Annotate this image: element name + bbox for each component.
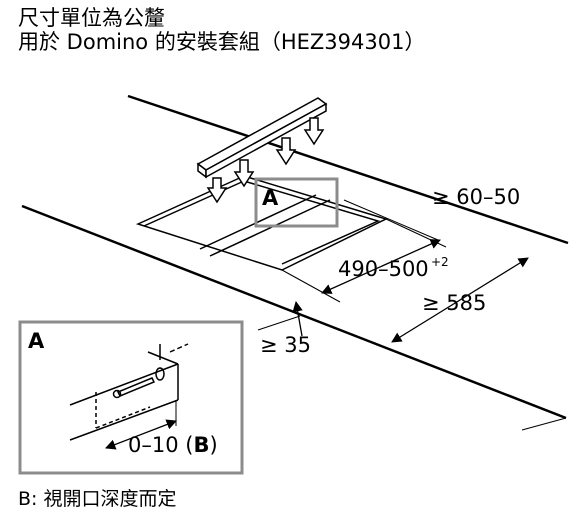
mounting-rail xyxy=(196,97,328,179)
insert-arrows xyxy=(206,117,325,204)
dim-depth-label: ≥ 60–50 xyxy=(432,185,520,209)
dim-inset-line xyxy=(105,419,177,450)
dim-width-line xyxy=(391,257,529,343)
callout-label-a: A xyxy=(262,186,279,210)
callout-box-a xyxy=(254,177,339,228)
footnote: B: 視開口深度而定 xyxy=(18,488,177,510)
dim-cutout-line xyxy=(321,239,441,294)
inset-rail-detail xyxy=(69,343,189,441)
dim-width-label: ≥ 585 xyxy=(422,291,486,315)
extension-line xyxy=(343,199,439,241)
title-line-2: 用於 Domino 的安裝套組（HEZ394301） xyxy=(18,30,426,54)
countertop-back-edge xyxy=(127,94,569,245)
inset-label-a: A xyxy=(28,329,45,353)
dim-inset-label: 0–10 (B) xyxy=(128,433,218,457)
dim-cutout-tolerance: +2 xyxy=(431,255,449,269)
dim-front-label: ≥ 35 xyxy=(260,333,311,357)
title-line-1: 尺寸單位為公釐 xyxy=(18,6,165,30)
dim-cutout-label: 490–500 xyxy=(338,257,429,281)
dim-front-line xyxy=(292,300,303,337)
